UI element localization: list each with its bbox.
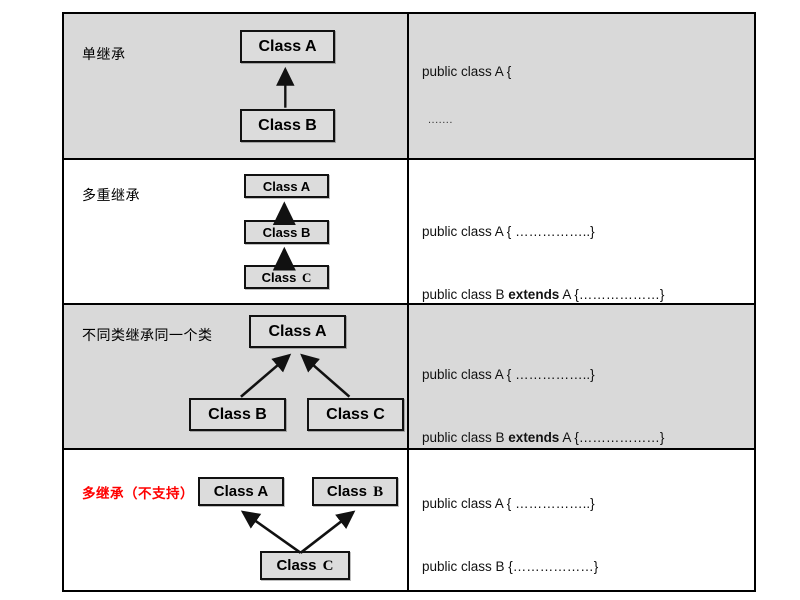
code-line-extends: public class B extends A {………………} — [422, 430, 746, 447]
code-line-extends: public class B extends A {………………} — [422, 287, 746, 303]
diagram-cell-multiple-inheritance: 多继承（不支持） Class A Class B Class C — [64, 450, 409, 590]
category-label-single-inheritance: 单继承 — [82, 47, 126, 63]
diagram-cell-multilevel-inheritance: 多重继承 Class A Class B Class C — [64, 160, 409, 303]
class-box-c-row4: Class C — [260, 551, 350, 580]
diagram-cell-hierarchical-inheritance: 不同类继承同一个类 Class A Class B Class C — [64, 305, 409, 448]
code-cell-multiple-inheritance: public class A { ……………..} public class B… — [409, 450, 754, 590]
class-box-label: Class B — [258, 116, 317, 134]
class-box-label: Class B — [262, 224, 311, 240]
arrow-c-to-a-row3 — [300, 353, 351, 398]
code-text: A { — [559, 430, 579, 446]
table-row-multiple-inheritance: 多继承（不支持） Class A Class B Class C — [64, 450, 754, 590]
class-box-label: Class C — [276, 556, 334, 574]
code-text: public class B — [422, 287, 509, 303]
class-box-c-row2: Class C — [244, 265, 329, 289]
table-row-multilevel-inheritance: 多重继承 Class A Class B Class C — [64, 160, 754, 305]
code-text: public class B { — [422, 559, 513, 575]
code-text: public class A { — [422, 495, 516, 511]
code-text: A { — [559, 287, 579, 303]
class-box-label: Class A — [268, 322, 327, 340]
class-box-label: Class A — [213, 483, 269, 500]
class-box-label: Class C — [261, 269, 312, 285]
class-box-a-row3: Class A — [249, 315, 346, 348]
table-row-hierarchical-inheritance: 不同类继承同一个类 Class A Class B Class C — [64, 305, 754, 450]
class-box-label: Class C — [326, 405, 385, 423]
class-box-b-row3: Class B — [189, 398, 286, 431]
class-box-label: Class A — [262, 178, 311, 194]
code-text: public class B — [422, 430, 509, 446]
category-label-hierarchical-inheritance: 不同类继承同一个类 — [82, 328, 213, 344]
class-box-b-row4: Class B — [312, 477, 398, 506]
code-ellipsis: ……………..} — [515, 366, 595, 382]
arrow-c-to-a-row4 — [240, 510, 302, 554]
code-cell-single-inheritance: public class A { ....... } public class … — [409, 14, 754, 158]
code-line: public class A { ……………..} — [422, 367, 746, 384]
code-line: public class A { ……………..} — [422, 496, 746, 513]
class-box-b-row2: Class B — [244, 220, 329, 244]
inheritance-table: 单继承 Class A Class B — [62, 12, 756, 592]
code-cell-multilevel-inheritance: public class A { ……………..} public class B… — [409, 160, 754, 303]
keyword-extends: extends — [508, 287, 560, 303]
keyword-extends: extends — [508, 430, 560, 446]
code-line: public class A { ……………..} — [422, 224, 746, 241]
code-block-single-inheritance: public class A { ....... } public class … — [422, 30, 746, 158]
class-box-c-row3: Class C — [307, 398, 404, 431]
class-box-label: Class B — [326, 482, 384, 500]
class-box-label: Class B — [208, 405, 267, 423]
table-row-single-inheritance: 单继承 Class A Class B — [64, 14, 754, 160]
code-ellipsis: ……………..} — [515, 223, 595, 239]
code-line: public class A { — [422, 63, 512, 79]
arrow-layer-row2 — [272, 201, 296, 271]
code-ellipsis: ………………} — [578, 287, 665, 303]
class-box-a-row4: Class A — [198, 477, 284, 506]
code-line-ellipsis: ....... — [428, 114, 453, 127]
code-text: public class A { — [422, 366, 516, 382]
code-ellipsis: ………………} — [512, 559, 599, 575]
class-box-a-row1: Class A — [240, 30, 335, 63]
code-block-hierarchical-inheritance: public class A { ……………..} public class B… — [422, 333, 746, 448]
code-ellipsis: ………………} — [578, 430, 665, 446]
code-text: public class A { — [422, 223, 516, 239]
arrow-layer-row4 — [240, 510, 356, 554]
arrow-b-to-a-row3 — [240, 353, 292, 398]
code-line: public class B {………………} — [422, 559, 746, 576]
code-cell-hierarchical-inheritance: public class A { ……………..} public class B… — [409, 305, 754, 448]
category-label-multilevel-inheritance: 多重继承 — [82, 188, 140, 204]
class-box-b-row1: Class B — [240, 109, 335, 142]
code-ellipsis: ……………..} — [515, 495, 595, 511]
arrow-c-to-b-row4 — [299, 510, 356, 554]
class-box-a-row2: Class A — [244, 174, 329, 198]
class-box-label: Class A — [258, 37, 317, 55]
code-block-multilevel-inheritance: public class A { ……………..} public class B… — [422, 190, 746, 303]
arrow-layer-row1 — [276, 66, 295, 108]
code-block-multiple-inheritance: public class A { ……………..} public class B… — [422, 462, 746, 590]
category-label-multiple-inheritance: 多继承（不支持） — [82, 486, 194, 502]
diagram-cell-single-inheritance: 单继承 Class A Class B — [64, 14, 409, 158]
